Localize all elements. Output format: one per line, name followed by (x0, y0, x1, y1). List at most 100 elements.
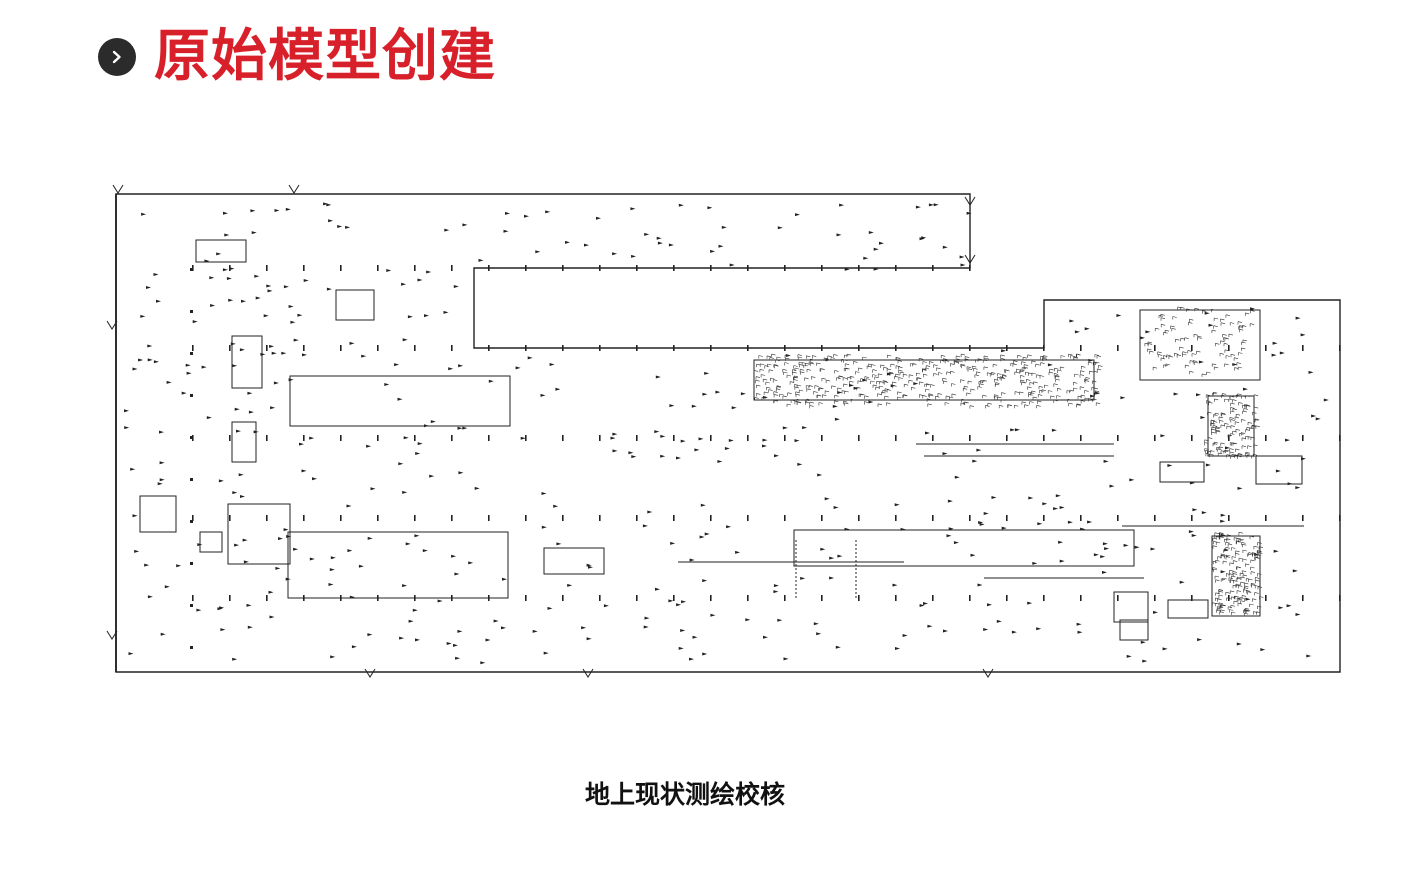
dense-mark (843, 383, 848, 387)
dense-mark (879, 381, 884, 385)
dense-mark (1230, 455, 1235, 459)
survey-marker (913, 382, 919, 386)
survey-marker (777, 618, 783, 622)
survey-marker (1067, 520, 1073, 524)
dense-mark (763, 391, 769, 395)
dense-mark (1092, 361, 1098, 366)
dense-mark (764, 365, 769, 369)
dense-mark (842, 377, 848, 381)
survey-marker (157, 482, 163, 486)
dense-mark (1177, 306, 1182, 310)
survey-marker (478, 258, 484, 262)
column-mark (969, 435, 971, 441)
dense-mark (1037, 394, 1043, 398)
dense-mark (1215, 541, 1221, 545)
survey-marker (832, 404, 838, 408)
dense-mark (1250, 571, 1256, 575)
dense-mark (833, 354, 838, 358)
dense-mark (1021, 367, 1027, 371)
wall-line (678, 443, 1304, 579)
dense-mark (1258, 546, 1264, 550)
dense-mark (1234, 416, 1240, 420)
dense-mark (1152, 366, 1158, 371)
survey-marker (1192, 508, 1198, 512)
dense-mark (1236, 537, 1241, 542)
dense-mark (1213, 325, 1218, 329)
dense-mark (1087, 361, 1093, 366)
survey-marker (138, 358, 144, 362)
dense-mark (995, 382, 1000, 386)
survey-marker (415, 452, 421, 455)
dense-mark (899, 371, 905, 376)
survey-marker (773, 584, 779, 588)
survey-marker (485, 638, 491, 642)
column-mark (1080, 345, 1082, 351)
column-mark (1154, 435, 1156, 441)
survey-marker (1278, 606, 1284, 610)
dense-mark (1238, 585, 1243, 589)
dense-mark (881, 391, 886, 396)
survey-marker (762, 438, 768, 442)
column-mark (1043, 515, 1045, 521)
dense-mark (1236, 590, 1242, 594)
dense-mark (866, 365, 872, 369)
survey-marker (271, 351, 277, 355)
survey-marker (655, 587, 660, 591)
dense-mark (993, 394, 999, 398)
survey-marker (763, 395, 768, 399)
dense-mark (1253, 444, 1258, 448)
dense-mark (880, 364, 885, 368)
column-mark (710, 515, 712, 521)
dense-mark (1069, 389, 1074, 394)
dense-mark (1215, 597, 1220, 601)
survey-marker (196, 608, 202, 612)
dense-mark (806, 369, 812, 373)
column-mark (190, 646, 193, 649)
column-mark (969, 265, 971, 271)
dense-mark (1215, 343, 1220, 347)
dense-mark (895, 373, 900, 378)
survey-marker (689, 558, 695, 562)
dense-mark (966, 366, 972, 370)
survey-marker (972, 459, 978, 463)
column-mark (821, 345, 823, 351)
survey-marker (210, 304, 216, 307)
dense-mark (1220, 340, 1225, 344)
dense-mark (1212, 545, 1218, 549)
column-mark (673, 345, 675, 351)
survey-marker (398, 462, 404, 466)
dense-mark (1094, 354, 1099, 358)
dense-mark (895, 357, 900, 361)
dense-mark (785, 357, 790, 361)
survey-marker (134, 549, 140, 553)
dense-mark (773, 391, 778, 395)
survey-marker (220, 628, 226, 632)
dense-mark (799, 369, 805, 373)
dense-mark (1095, 361, 1100, 365)
chevron-right-icon[interactable] (98, 38, 136, 76)
room (195, 239, 247, 263)
dense-mark (1224, 337, 1229, 342)
dense-mark (814, 385, 819, 389)
survey-marker (346, 504, 352, 508)
survey-marker (581, 626, 587, 630)
column-mark (710, 435, 712, 441)
column-mark (932, 515, 934, 521)
survey-marker (1047, 363, 1053, 367)
survey-marker (430, 420, 436, 424)
survey-marker (700, 503, 706, 507)
dense-mark (955, 355, 961, 359)
dense-mark (1031, 372, 1036, 376)
survey-marker (437, 599, 443, 603)
survey-marker (351, 645, 357, 649)
survey-marker (1204, 311, 1210, 315)
survey-marker (763, 635, 768, 639)
dense-mark (782, 369, 787, 373)
dense-mark (1226, 573, 1231, 577)
column-mark (1117, 595, 1119, 601)
dense-mark (1049, 368, 1054, 373)
dense-mark (811, 376, 816, 380)
dense-mark (886, 368, 892, 372)
column-mark (488, 595, 490, 601)
survey-marker (1120, 396, 1126, 400)
